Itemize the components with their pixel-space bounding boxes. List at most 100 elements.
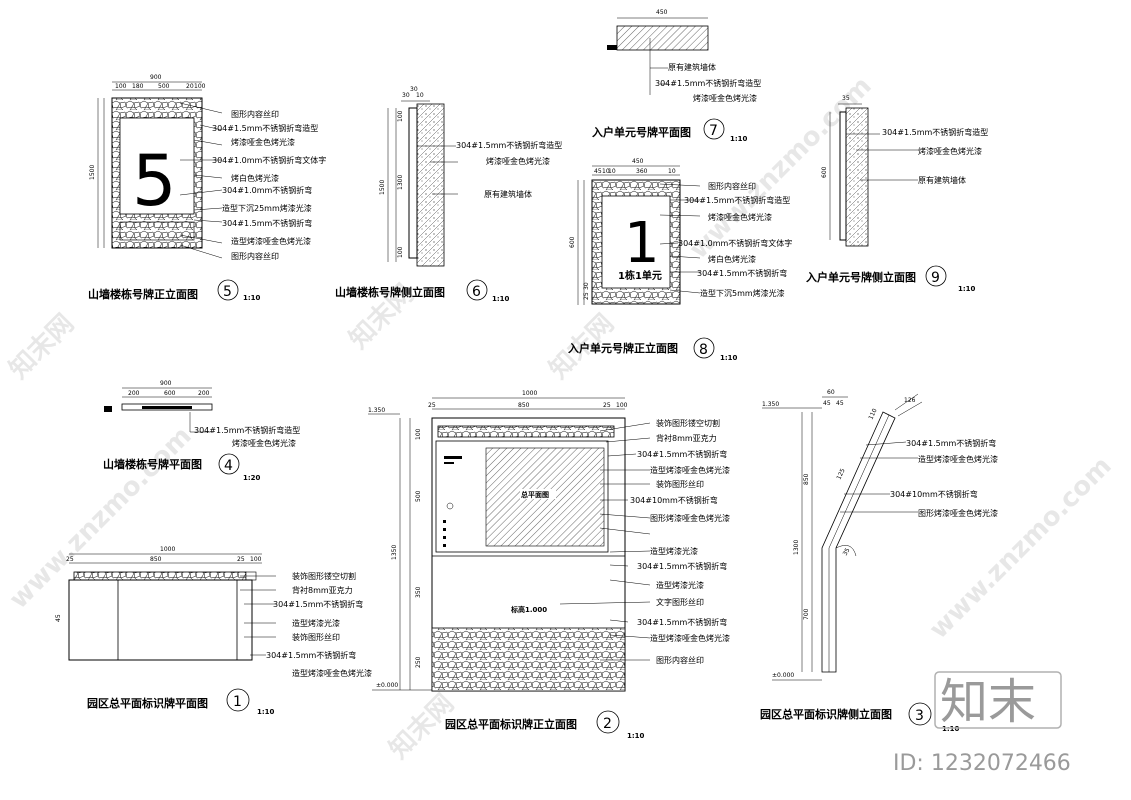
svg-text:1000: 1000	[160, 546, 175, 553]
svg-text:5: 5	[132, 140, 177, 222]
svg-text:304#1.5mm不锈钢折弯: 304#1.5mm不锈钢折弯	[222, 218, 312, 228]
diagram-4-plan: 900 200 600 200 304#1.5mm不锈钢折弯造型 烤漆哑金色烤光…	[103, 380, 300, 482]
svg-text:35: 35	[842, 547, 852, 557]
svg-text:360: 360	[636, 168, 648, 175]
svg-text:304#1.5mm不锈钢折弯造型: 304#1.5mm不锈钢折弯造型	[684, 195, 790, 205]
diagram-4-title: 山墙楼栋号牌平面图	[103, 457, 202, 471]
svg-text:110: 110	[867, 407, 878, 421]
svg-text:35: 35	[842, 95, 850, 102]
svg-text:10: 10	[608, 168, 616, 175]
diagram-1-plan: 1000 25 850 25 100 45 装饰图形镂空切割 背衬8mm亚克力 …	[55, 546, 372, 716]
svg-text:304#1.5mm不锈钢折弯造型: 304#1.5mm不锈钢折弯造型	[456, 140, 562, 150]
svg-text:304#1.5mm不锈钢折弯: 304#1.5mm不锈钢折弯	[697, 268, 787, 278]
svg-text:背衬8mm亚克力: 背衬8mm亚克力	[656, 433, 717, 443]
svg-text:4: 4	[224, 458, 233, 474]
svg-text:25: 25	[603, 402, 611, 409]
svg-text:350: 350	[415, 586, 422, 598]
svg-text:图形内容丝印: 图形内容丝印	[231, 251, 279, 261]
svg-text:图形内容丝印: 图形内容丝印	[708, 181, 756, 191]
svg-text:500: 500	[415, 490, 422, 502]
diagram-2-title: 园区总平面标识牌正立面图	[445, 717, 577, 731]
svg-text:1:20: 1:20	[243, 474, 261, 482]
svg-text:45: 45	[823, 400, 831, 407]
svg-text:10: 10	[416, 92, 424, 99]
svg-text:装饰图形镂空切割: 装饰图形镂空切割	[292, 571, 356, 581]
svg-text:1300: 1300	[793, 540, 800, 555]
svg-text:1:10: 1:10	[730, 135, 748, 143]
diagram-6-side-elevation: 30 30 10 1500 100 1300 100 304#1.5mm不锈钢折…	[335, 86, 562, 303]
svg-text:2: 2	[603, 716, 612, 732]
svg-text:180: 180	[132, 83, 144, 90]
svg-text:3: 3	[915, 708, 924, 724]
svg-text:9: 9	[931, 270, 940, 286]
svg-text:装饰图形丝印: 装饰图形丝印	[292, 632, 340, 642]
svg-text:1:10: 1:10	[958, 285, 976, 293]
svg-text:8: 8	[699, 342, 708, 358]
svg-text:304#10mm不锈钢折弯: 304#10mm不锈钢折弯	[630, 495, 718, 505]
svg-text:造型烤漆光漆: 造型烤漆光漆	[656, 580, 704, 590]
svg-text:100: 100	[397, 110, 404, 122]
svg-text:100: 100	[397, 246, 404, 258]
svg-text:造型烤漆哑金色烤光漆: 造型烤漆哑金色烤光漆	[918, 454, 998, 464]
svg-text:烤漆哑金色烤光漆: 烤漆哑金色烤光漆	[232, 438, 296, 448]
svg-text:100: 100	[415, 428, 422, 440]
svg-text:1.350: 1.350	[762, 401, 779, 408]
svg-text:25: 25	[428, 402, 436, 409]
svg-text:600: 600	[164, 390, 176, 397]
svg-text:1:10: 1:10	[627, 732, 645, 740]
svg-text:造型烤漆哑金色烤光漆: 造型烤漆哑金色烤光漆	[231, 236, 311, 246]
svg-text:1:10: 1:10	[243, 294, 261, 302]
svg-text:1000: 1000	[522, 390, 537, 397]
diagram-9-title: 入户单元号牌侧立面图	[806, 270, 916, 284]
svg-text:装饰图形丝印: 装饰图形丝印	[656, 479, 704, 489]
svg-text:1: 1	[624, 211, 660, 276]
svg-text:文字图形丝印: 文字图形丝印	[656, 597, 704, 607]
svg-text:30: 30	[583, 282, 590, 290]
diagram-2-front-elevation: 1000 25 850 25 100 1.350 1350 100 500 35…	[368, 390, 730, 740]
svg-text:1500: 1500	[379, 180, 386, 195]
svg-text:304#1.5mm不锈钢折弯: 304#1.5mm不锈钢折弯	[906, 438, 996, 448]
svg-text:1300: 1300	[397, 175, 404, 190]
svg-text:5: 5	[223, 284, 232, 300]
svg-text:850: 850	[803, 473, 810, 485]
svg-text:100: 100	[194, 83, 206, 90]
svg-text:20: 20	[186, 83, 194, 90]
svg-text:烤漆哑金色烤光漆: 烤漆哑金色烤光漆	[693, 93, 757, 103]
svg-text:知末: 知末	[940, 674, 1036, 730]
svg-text:造型烤漆哑金色烤光漆: 造型烤漆哑金色烤光漆	[650, 465, 730, 475]
brand-logo: 知末	[934, 671, 1062, 730]
svg-text:200: 200	[198, 390, 210, 397]
svg-text:200: 200	[128, 390, 140, 397]
svg-text:原有建筑墙体: 原有建筑墙体	[484, 189, 532, 199]
diagram-7-title: 入户单元号牌平面图	[592, 125, 691, 139]
svg-text:850: 850	[518, 402, 530, 409]
svg-text:100: 100	[250, 556, 262, 563]
svg-text:25: 25	[583, 292, 590, 300]
svg-text:900: 900	[150, 74, 162, 81]
svg-text:1栋1单元: 1栋1单元	[618, 269, 662, 282]
diagram-5-front-elevation: 900 100 180 500 20 100 1500 5 图形内容丝印 304…	[88, 74, 326, 302]
svg-text:造型烤漆哑金色烤光漆: 造型烤漆哑金色烤光漆	[650, 633, 730, 643]
svg-text:1:10: 1:10	[942, 725, 960, 733]
svg-text:126: 126	[904, 397, 916, 404]
svg-text:25: 25	[66, 556, 74, 563]
svg-text:1350: 1350	[391, 545, 398, 560]
diagram-5-title: 山墙楼栋号牌正立面图	[88, 287, 198, 301]
svg-text:造型烤漆光漆: 造型烤漆光漆	[292, 618, 340, 628]
svg-text:304#1.5mm不锈钢折弯造型: 304#1.5mm不锈钢折弯造型	[194, 425, 300, 435]
svg-text:烤漆哑金色烤光漆: 烤漆哑金色烤光漆	[918, 146, 982, 156]
svg-text:450: 450	[632, 158, 644, 165]
diagram-9-side-elevation: 35 600 304#1.5mm不锈钢折弯造型 烤漆哑金色烤光漆 原有建筑墙体 …	[806, 95, 988, 293]
svg-text:100: 100	[115, 83, 127, 90]
diagram-7-plan: 450 原有建筑墙体 304#1.5mm不锈钢折弯造型 烤漆哑金色烤光漆 入户单…	[592, 9, 761, 143]
svg-text:1.350: 1.350	[368, 407, 385, 414]
svg-text:总平面图: 总平面图	[521, 490, 549, 499]
svg-text:125: 125	[835, 467, 846, 481]
diagram-1-title: 园区总平面标识牌平面图	[87, 696, 208, 710]
svg-text:304#1.5mm不锈钢折弯: 304#1.5mm不锈钢折弯	[637, 617, 727, 627]
svg-text:原有建筑墙体: 原有建筑墙体	[918, 175, 966, 185]
svg-text:1:10: 1:10	[720, 354, 738, 362]
diagram-3-side-elevation: 60 45 45 1.350 1300 850 700 35 110 125 1…	[760, 389, 998, 733]
svg-text:30: 30	[402, 92, 410, 99]
